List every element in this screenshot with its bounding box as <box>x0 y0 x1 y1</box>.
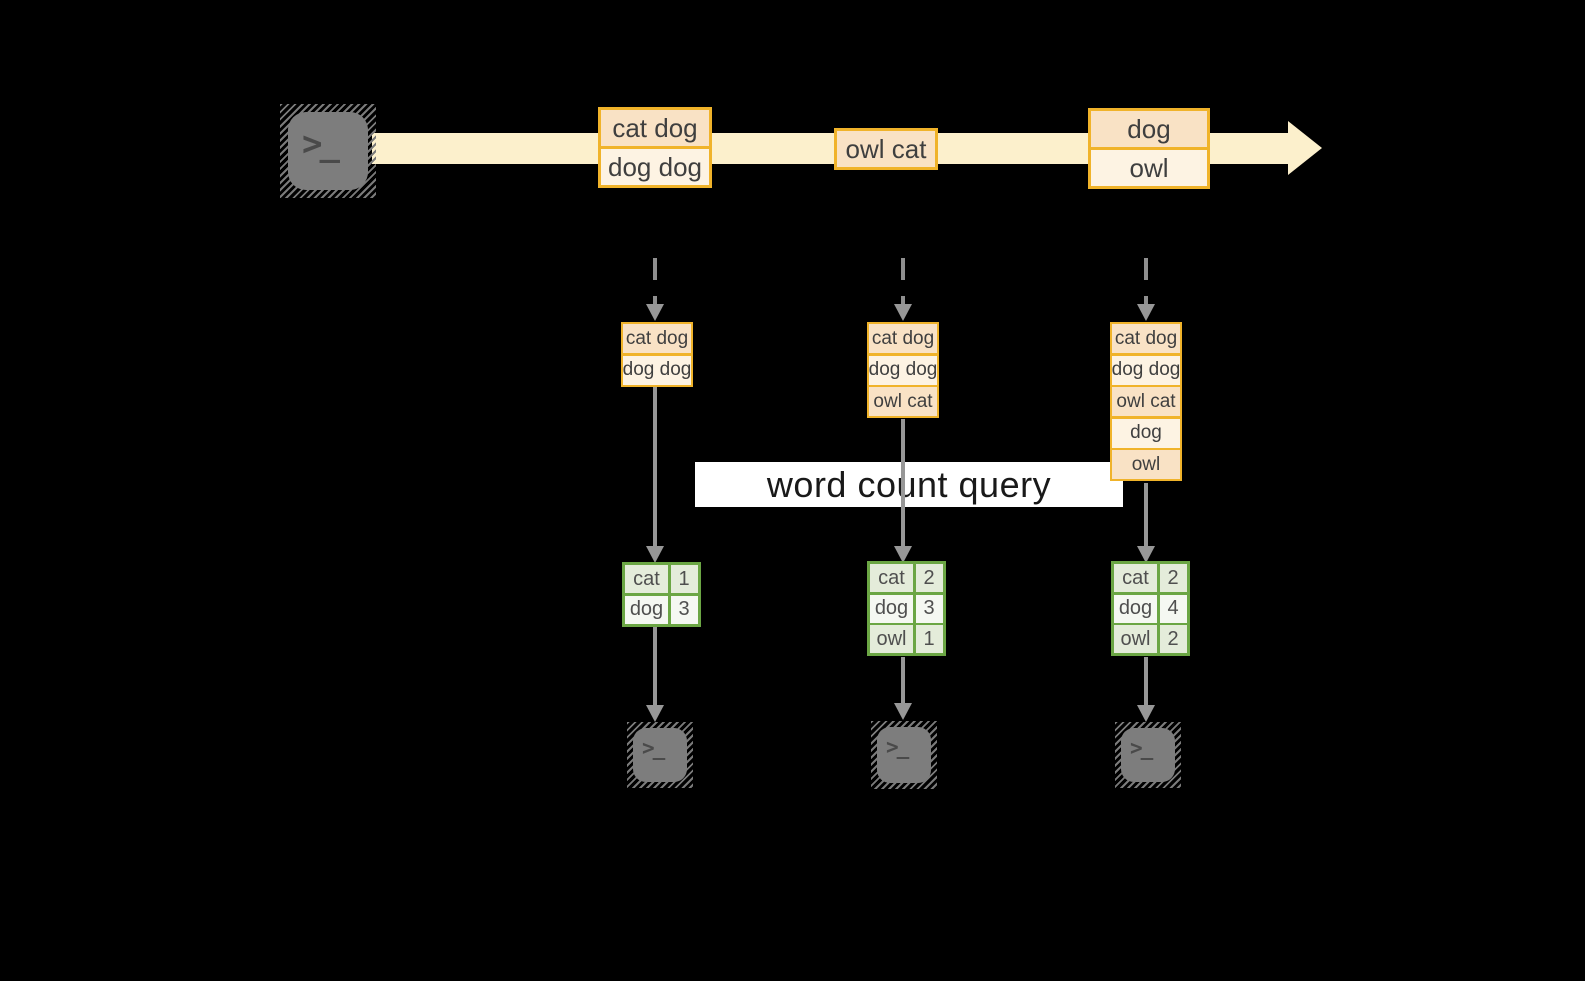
terminal-screen: >_ <box>288 112 368 190</box>
count-value: 1 <box>670 565 698 593</box>
count-word: cat <box>625 565 668 593</box>
output-arrow-line <box>653 627 657 705</box>
count-table-1: cat 1 dog 3 <box>622 562 701 627</box>
query-arrowhead-icon <box>894 546 912 563</box>
terminal-screen: >_ <box>877 727 931 783</box>
event-record: cat dog <box>601 110 709 146</box>
output-arrow-line <box>1144 657 1148 705</box>
buffer-record: cat dog <box>1112 324 1180 353</box>
query-arrowhead-icon <box>646 546 664 563</box>
count-value: 1 <box>915 625 943 653</box>
timeline-event-batch-1: cat dog dog dog <box>598 107 712 188</box>
count-value: 3 <box>915 594 943 623</box>
count-value: 3 <box>670 595 698 624</box>
count-word: dog <box>870 594 913 623</box>
event-stream-arrowhead-icon <box>1288 121 1322 175</box>
ingest-arrow-line <box>1144 258 1148 304</box>
ingest-arrowhead-icon <box>646 304 664 321</box>
query-arrow-line <box>1144 483 1148 546</box>
count-word: cat <box>1114 564 1157 592</box>
ingest-arrowhead-icon <box>1137 304 1155 321</box>
ingest-arrow-line <box>901 258 905 304</box>
buffer-record: owl <box>1112 450 1180 479</box>
query-arrow-line <box>653 386 657 546</box>
count-value: 4 <box>1159 594 1187 623</box>
terminal-screen: >_ <box>633 728 687 782</box>
query-arrow-line <box>901 419 905 546</box>
terminal-prompt-glyph: >_ <box>1130 736 1153 760</box>
terminal-prompt-glyph: >_ <box>302 124 340 164</box>
sink-terminal-icon-2: >_ <box>871 721 937 789</box>
event-record: owl <box>1091 150 1207 186</box>
count-word: cat <box>870 564 913 592</box>
output-arrow-line <box>901 657 905 703</box>
record-buffer-1: cat dog dog dog <box>621 322 693 387</box>
buffer-record: dog dog <box>869 355 937 385</box>
event-record: dog <box>1091 111 1207 147</box>
count-value: 2 <box>1159 564 1187 592</box>
record-buffer-3: cat dog dog dog owl cat dog owl <box>1110 322 1182 481</box>
ingest-arrowhead-icon <box>894 304 912 321</box>
count-table-2: cat 2 dog 3 owl 1 <box>867 561 946 656</box>
output-arrowhead-icon <box>1137 705 1155 722</box>
query-label: word count query <box>695 462 1123 507</box>
count-word: dog <box>1114 594 1157 623</box>
timeline-event-batch-3: dog owl <box>1088 108 1210 189</box>
buffer-record: cat dog <box>623 324 691 353</box>
count-value: 2 <box>1159 625 1187 653</box>
event-record: owl cat <box>837 131 935 167</box>
buffer-record: dog <box>1112 418 1180 448</box>
ingest-arrow-line <box>653 258 657 304</box>
output-arrowhead-icon <box>894 703 912 720</box>
buffer-record: owl cat <box>1112 387 1180 416</box>
sink-terminal-icon-3: >_ <box>1115 722 1181 788</box>
buffer-record: dog dog <box>1112 355 1180 385</box>
terminal-prompt-glyph: >_ <box>886 735 909 759</box>
terminal-screen: >_ <box>1121 728 1175 782</box>
count-table-3: cat 2 dog 4 owl 2 <box>1111 561 1190 656</box>
source-terminal-icon: >_ <box>280 104 376 198</box>
terminal-prompt-glyph: >_ <box>642 736 665 760</box>
count-word: owl <box>870 625 913 653</box>
event-record: dog dog <box>601 149 709 185</box>
timeline-event-batch-2: owl cat <box>834 128 938 170</box>
query-arrowhead-icon <box>1137 546 1155 563</box>
buffer-record: owl cat <box>869 387 937 416</box>
buffer-record: dog dog <box>623 355 691 385</box>
record-buffer-2: cat dog dog dog owl cat <box>867 322 939 418</box>
count-value: 2 <box>915 564 943 592</box>
count-word: owl <box>1114 625 1157 653</box>
output-arrowhead-icon <box>646 705 664 722</box>
count-word: dog <box>625 595 668 624</box>
sink-terminal-icon-1: >_ <box>627 722 693 788</box>
buffer-record: cat dog <box>869 324 937 353</box>
